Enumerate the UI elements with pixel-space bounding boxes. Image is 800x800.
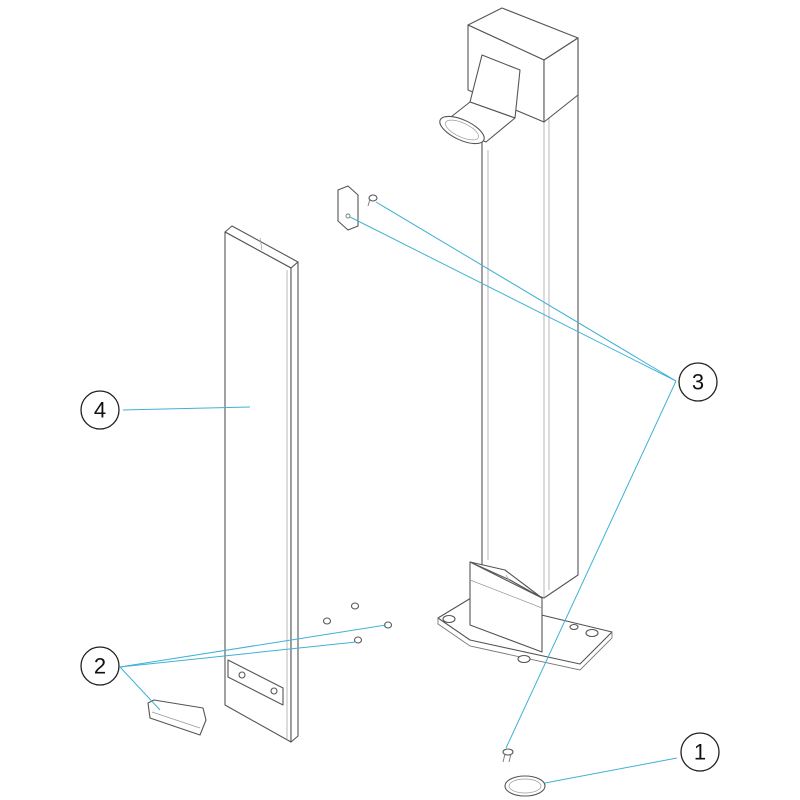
clip-bracket [147,699,207,736]
bolt-hole [442,614,456,624]
shower-column [437,7,613,671]
callout-label-2: 2 [94,654,106,679]
leader-line-4 [122,406,251,411]
front-cover-panel [224,225,299,743]
callout-label-3: 3 [692,370,704,395]
leader-line-2 [119,666,161,711]
leader-line-3 [349,216,677,382]
callout-label-4: 4 [94,398,106,423]
callout-label-1: 1 [694,740,706,765]
callout-1: 1 [680,732,720,772]
callout-2: 2 [80,646,120,686]
nut-set [322,602,393,644]
callout-4: 4 [80,390,120,430]
lower-housing [469,561,543,653]
bolt-hole [585,628,599,638]
leader-line-3 [375,201,677,382]
bolt-hole [517,654,531,664]
shower-nozzle [439,54,521,145]
bracket-plate [337,185,359,231]
callout-3: 3 [678,362,718,402]
o-ring-seal [504,775,546,797]
leader-line-3 [505,380,677,749]
leader-line-2 [119,641,357,668]
anchor-bolt [502,748,514,763]
bolt-hole [569,623,579,631]
leader-line-2 [119,624,387,668]
bracket-screw [367,194,378,207]
screw-hole [238,671,246,679]
leader-lines [119,201,678,784]
leader-line-1 [544,757,678,784]
screw-hole [270,687,278,695]
